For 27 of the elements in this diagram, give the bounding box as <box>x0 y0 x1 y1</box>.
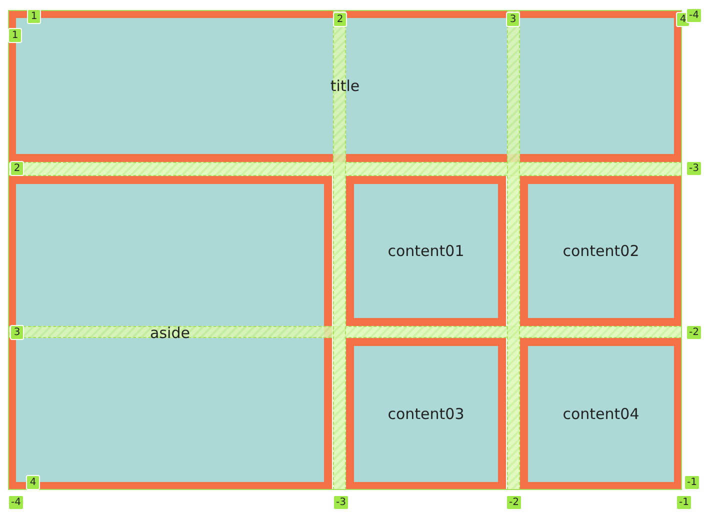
cell-label: content01 <box>388 242 464 260</box>
grid-cell <box>8 176 332 490</box>
line-number: -2 <box>686 325 702 340</box>
grid-cell <box>520 338 682 490</box>
grid-cell <box>520 176 682 326</box>
line-number: 3 <box>506 12 520 27</box>
line-number: -3 <box>333 495 349 510</box>
grid-cell <box>8 10 682 162</box>
cell-label: title <box>330 77 360 95</box>
line-number: 1 <box>27 9 41 24</box>
grid-cell <box>346 176 506 326</box>
cell-label: content03 <box>388 405 464 423</box>
line-number: 3 <box>10 325 24 340</box>
line-number: 1 <box>8 28 22 43</box>
line-number: 2 <box>333 12 347 27</box>
line-number: -1 <box>676 495 692 510</box>
cell-label: content02 <box>562 242 640 260</box>
cell-label: aside <box>150 324 190 342</box>
cell-label: content04 <box>562 405 640 423</box>
line-number: 2 <box>10 161 24 176</box>
line-number: -2 <box>506 495 522 510</box>
line-number: -4 <box>686 8 702 23</box>
line-number: 4 <box>26 475 40 490</box>
grid-cell <box>346 338 506 490</box>
line-number: -3 <box>686 161 702 176</box>
line-number: -1 <box>684 475 700 490</box>
line-number: -4 <box>8 495 24 510</box>
